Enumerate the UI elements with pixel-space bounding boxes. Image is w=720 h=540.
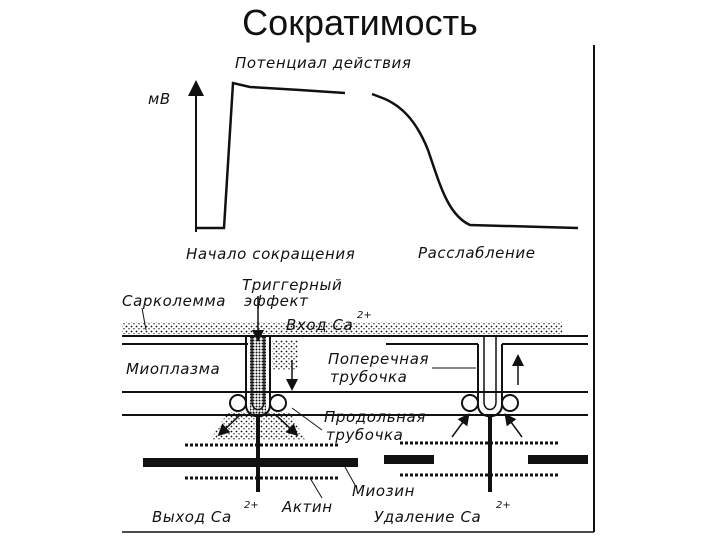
myosin-label: Миозин (352, 482, 415, 500)
cisterna-left-b (269, 394, 287, 412)
myoplasm-label: Миоплазма (126, 360, 220, 378)
graph-title: Потенциал действия (235, 54, 411, 72)
action-potential-curve (197, 81, 579, 230)
relaxation-label: Расслабление (418, 244, 536, 262)
l-tubule-label-line1: Продольная (324, 408, 426, 426)
t-tubule-right (477, 344, 503, 418)
ca-entry-label: Вход Ca (286, 316, 353, 334)
contraction-start-label: Начало сокращения (186, 245, 355, 263)
calcium-cloud-left-top (272, 340, 298, 370)
slide-title: Сократимость (242, 2, 478, 43)
ca-out-charge: 2+ (244, 500, 259, 511)
ca-entry-charge: 2+ (357, 310, 372, 321)
l-tubule-label-line2: трубочка (326, 426, 403, 444)
sarcolemma-leader (141, 307, 147, 331)
sarcolemma-band-left (122, 322, 562, 334)
ca-uptake-arrow-right (504, 413, 523, 438)
t-tubule-label-line2: трубочка (330, 368, 407, 386)
ca-removal-label: Удаление Ca (374, 508, 481, 526)
l-tubule-leader (291, 407, 323, 431)
action-potential-graph: Потенциал действия мВ Начало сокращения … (148, 54, 579, 263)
t-tubule-left-fill (250, 336, 266, 414)
ca-uptake-arrow-left (451, 413, 470, 438)
myosin-filament-right (384, 455, 434, 464)
excitation-contraction-diagram: Триггерный эффект Сарколемма Вход Ca 2+ … (122, 276, 588, 526)
myosin-filament-left (143, 458, 358, 467)
cisterna-right-a (461, 394, 479, 412)
cisterna-right-b (501, 394, 519, 412)
ca-release-arrow-left (217, 414, 241, 437)
myosin-filament-right-2 (528, 455, 588, 464)
trigger-label-line2: эффект (244, 292, 309, 310)
actin-leader (309, 477, 323, 499)
t-tubule-left-inner (251, 336, 265, 411)
sarcolemma-label: Сарколемма (122, 292, 226, 310)
ca-removal-charge: 2+ (496, 500, 511, 511)
ca-release-arrow-right (275, 414, 299, 437)
y-axis-unit: мВ (148, 90, 171, 108)
ca-out-label: Выход Ca (152, 508, 232, 526)
myosin-leader (344, 466, 356, 486)
cisterna-left-a (229, 394, 247, 412)
t-tubule-right-inner (483, 336, 497, 411)
actin-label: Актин (281, 498, 333, 516)
trigger-label-line1: Триггерный (242, 276, 342, 294)
t-tubule-label-line1: Поперечная (328, 350, 429, 368)
